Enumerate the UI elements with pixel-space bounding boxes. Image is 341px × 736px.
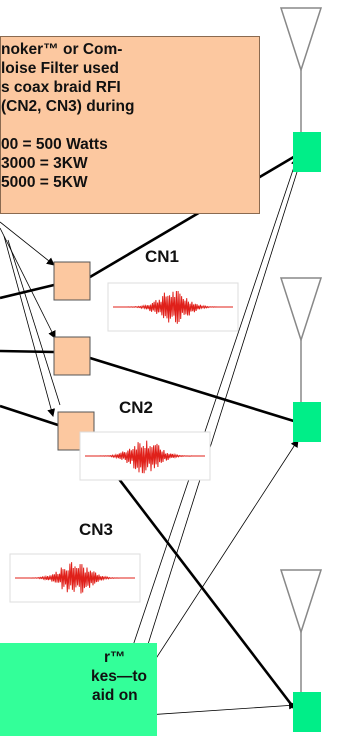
noise-wave-cn2 <box>85 440 205 474</box>
noise-wave-cn3 <box>15 562 135 594</box>
coax-line-2-out <box>89 356 298 424</box>
antenna-feed-3 <box>293 692 321 732</box>
antenna-feed-2 <box>293 402 321 442</box>
filter-info-line: (CN2, CN3) during <box>1 98 135 115</box>
coax-line-1-in <box>0 283 55 300</box>
coax-line-1-out <box>89 153 298 279</box>
antenna-1-triangle <box>279 7 323 73</box>
filter-info-line: 5000 = 5KW <box>1 174 88 191</box>
antenna-3 <box>279 569 323 692</box>
coax-line-3-in <box>0 404 59 427</box>
coax-line-3-out <box>91 444 299 713</box>
filter-info-line: 3000 = 3KW <box>1 155 88 172</box>
choke-info-line: r™ <box>104 649 126 666</box>
filter-info-line: loise Filter used <box>1 60 120 77</box>
antenna-feed-1 <box>293 132 321 172</box>
radiation-line <box>131 171 298 696</box>
noise-label-cn1: CN1 <box>145 247 180 266</box>
filter-info-line: s coax braid RFI <box>1 79 121 96</box>
choke-info-line: kes—to <box>91 668 147 685</box>
antenna-2-triangle <box>279 277 323 343</box>
noise-label-cn2: CN2 <box>119 398 154 417</box>
coax-line-2-in <box>0 349 55 354</box>
filter-info-line <box>1 116 259 135</box>
noise-label-cn3: CN3 <box>79 520 114 539</box>
filter-block-2 <box>53 336 91 376</box>
antenna-1 <box>279 7 323 132</box>
filter-info-box: noker™ or Com- loise Filter used s coax … <box>0 36 260 214</box>
filter-info-line: noker™ or Com- <box>1 41 123 58</box>
choke-info-box: r™ kes—to aid on <box>0 643 157 736</box>
coax-lines <box>0 153 299 713</box>
filter-info-line: 00 = 500 Watts <box>1 136 108 153</box>
choke-info-line: aid on <box>92 687 138 704</box>
antenna-2 <box>279 277 323 402</box>
noise-wave-cn1 <box>113 290 233 324</box>
antenna-3-triangle <box>279 569 323 635</box>
coupling-arrows <box>0 221 61 417</box>
filter-block-1 <box>53 261 91 301</box>
